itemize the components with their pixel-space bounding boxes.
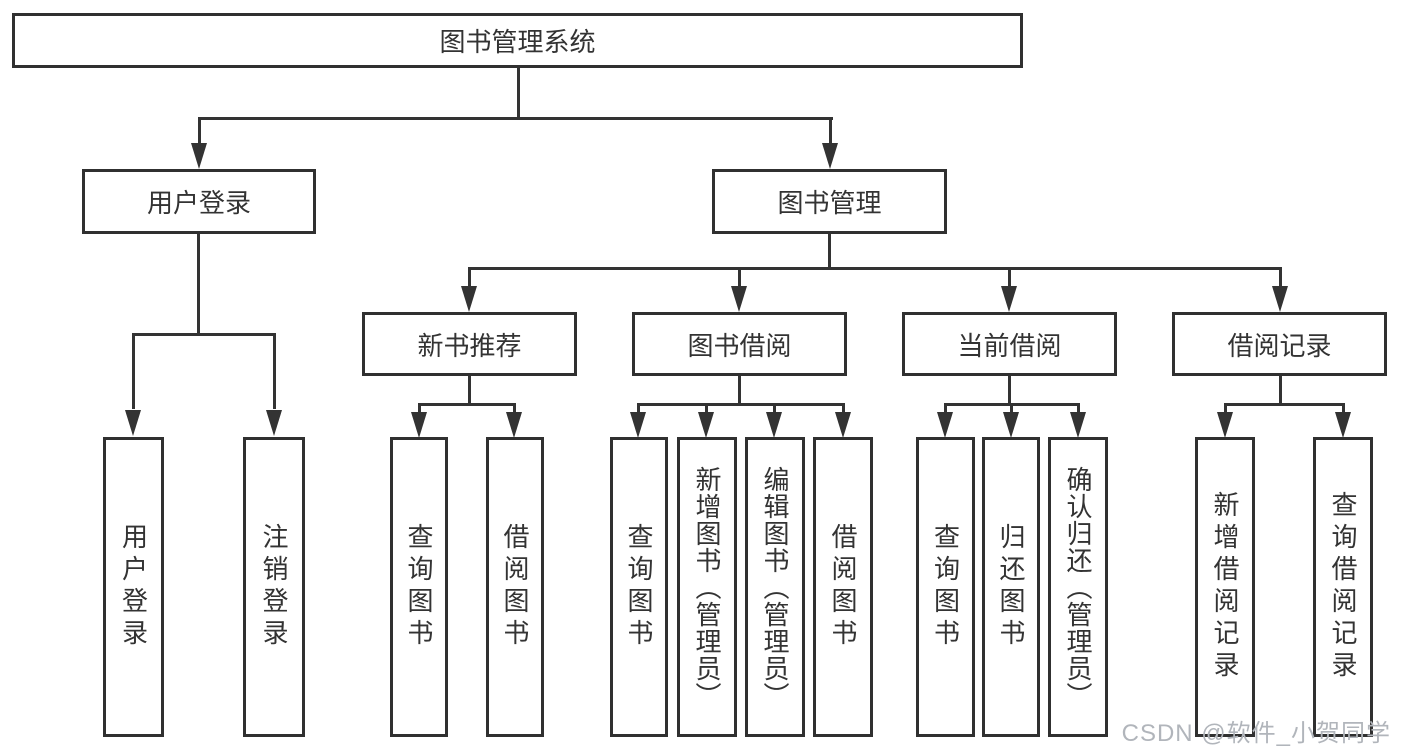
leaf-query-borrow-record: 查询借阅记录 [1313, 437, 1373, 737]
connector-drop-leaf-user-login [132, 333, 135, 409]
connector-drop-g1-leaf1 [418, 403, 421, 415]
leaf-edit-book-admin: 编辑图书（管理员） [745, 437, 805, 737]
node-new-book-recommend: 新书推荐 [362, 312, 577, 376]
node-user-login: 用户登录 [82, 169, 316, 234]
node-book-mgmt-label: 图书管理 [777, 188, 882, 218]
node-borrow-record: 借阅记录 [1172, 312, 1387, 376]
leaf-add-book-admin: 新增图书（管理员） [677, 437, 737, 737]
arrowhead-g1-leaf1 [411, 412, 427, 438]
node-user-login-label: 用户登录 [146, 188, 251, 218]
connector-group2-trunk [738, 374, 741, 406]
leaf-add-borrow-record: 新增借阅记录 [1195, 437, 1255, 737]
leaf-borrow-book-2: 借阅图书 [813, 437, 873, 737]
connector-group2-rail [637, 403, 844, 406]
connector-book-mgmt-trunk [828, 232, 831, 270]
arrowhead-book-mgmt [822, 143, 838, 169]
node-book-mgmt: 图书管理 [712, 169, 947, 234]
connector-drop-group4 [1279, 267, 1282, 289]
node-borrow-record-label: 借阅记录 [1227, 330, 1332, 361]
arrowhead-g2-leaf3 [766, 412, 782, 438]
arrowhead-g2-leaf2 [698, 412, 714, 438]
connector-drop-group1 [468, 267, 471, 289]
node-book-borrow: 图书借阅 [632, 312, 847, 376]
leaf-query-book-2: 查询图书 [610, 437, 668, 737]
connector-drop-user-login [198, 117, 201, 145]
arrowhead-leaf-user-login [125, 410, 141, 436]
node-current-borrow-label: 当前借阅 [957, 330, 1062, 361]
csdn-watermark: CSDN @软件_小贺同学 [1121, 720, 1391, 747]
connector-drop-g2-leaf2 [705, 403, 708, 415]
leaf-confirm-return-admin: 确认归还（管理员） [1048, 437, 1108, 737]
leaf-logout: 注销登录 [243, 437, 305, 737]
connector-drop-group3 [1008, 267, 1011, 289]
leaf-query-book-3: 查询图书 [916, 437, 975, 737]
connector-drop-group2 [738, 267, 741, 289]
arrowhead-group1 [461, 286, 477, 312]
connector-drop-g3-leaf1 [944, 403, 947, 415]
arrowhead-user-login [191, 143, 207, 169]
connector-group1-trunk [468, 374, 471, 406]
connector-user-login-trunk [197, 232, 200, 336]
connector-drop-g4-leaf2 [1342, 403, 1345, 415]
connector-group4-trunk [1279, 374, 1282, 406]
connector-drop-g3-leaf2 [1010, 403, 1013, 415]
connector-group4-rail [1224, 403, 1344, 406]
node-root: 图书管理系统 [12, 13, 1023, 68]
arrowhead-group2 [731, 286, 747, 312]
connector-drop-leaf-logout [273, 333, 276, 409]
leaf-borrow-book-1: 借阅图书 [486, 437, 544, 737]
arrowhead-g3-leaf3 [1070, 412, 1086, 438]
leaf-user-login: 用户登录 [103, 437, 164, 737]
node-new-book-recommend-label: 新书推荐 [417, 330, 522, 361]
connector-drop-g2-leaf1 [637, 403, 640, 415]
leaf-return-book: 归还图书 [982, 437, 1040, 737]
connector-drop-g2-leaf4 [842, 403, 845, 415]
connector-level3-rail [468, 267, 1282, 270]
arrowhead-g1-leaf2 [506, 412, 522, 438]
connector-drop-g4-leaf1 [1224, 403, 1227, 415]
connector-drop-book-mgmt [829, 117, 832, 145]
arrowhead-g2-leaf4 [835, 412, 851, 438]
connector-group1-rail [418, 403, 516, 406]
connector-drop-g2-leaf3 [773, 403, 776, 415]
arrowhead-group4 [1272, 286, 1288, 312]
arrowhead-g4-leaf1 [1217, 412, 1233, 438]
connector-group3-trunk [1008, 374, 1011, 406]
node-root-label: 图书管理系统 [439, 27, 596, 57]
arrowhead-g2-leaf1 [630, 412, 646, 438]
connector-root-trunk [517, 66, 520, 119]
connector-drop-g1-leaf2 [513, 403, 516, 415]
node-current-borrow: 当前借阅 [902, 312, 1117, 376]
node-book-borrow-label: 图书借阅 [687, 330, 792, 361]
arrowhead-g4-leaf2 [1335, 412, 1351, 438]
arrowhead-group3 [1001, 286, 1017, 312]
arrowhead-leaf-logout [266, 410, 282, 436]
arrowhead-g3-leaf1 [937, 412, 953, 438]
connector-drop-g3-leaf3 [1077, 403, 1080, 415]
connector-user-login-rail [132, 333, 276, 336]
connector-level2-rail [198, 117, 833, 120]
arrowhead-g3-leaf2 [1003, 412, 1019, 438]
leaf-query-book-1: 查询图书 [390, 437, 448, 737]
